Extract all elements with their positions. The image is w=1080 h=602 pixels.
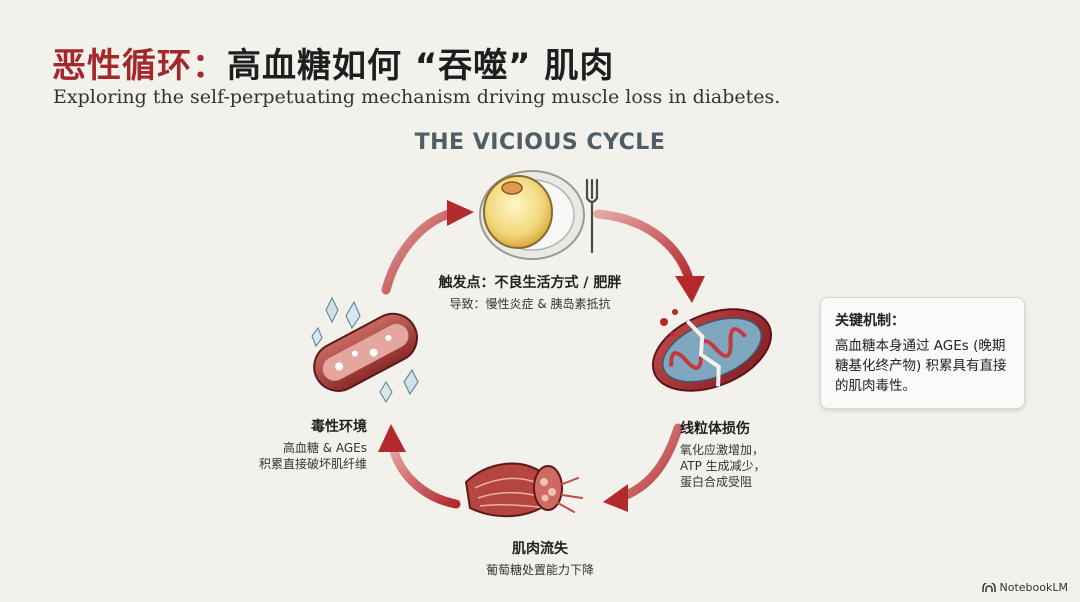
stage-trigger-desc: 导致：慢性炎症 & 胰岛素抵抗 (449, 297, 611, 311)
stage-muscle-loss: 肌肉流失 葡萄糖处置能力下降 (460, 538, 620, 578)
cycle-label: THE VICIOUS CYCLE (414, 130, 666, 155)
key-mechanism-heading: 关键机制： (835, 313, 905, 329)
fat-cell-plate-fork-icon (479, 170, 599, 260)
crystal-blood-vessel-icon (311, 296, 419, 404)
page-title: 恶性循环：高血糖如何 “吞噬” 肌肉 (52, 38, 614, 87)
key-mechanism-box: 关键机制： 高血糖本身通过 AGEs (晚期糖基化终产物) 积累具有直接的肌肉毒… (820, 297, 1025, 409)
stage-toxic-title: 毒性环境 (311, 419, 367, 435)
stage-mitochondria: 线粒体损伤 氧化应激增加， ATP 生成减少， 蛋白合成受阻 (680, 418, 810, 490)
stage-trigger-title: 触发点：不良生活方式 / 肥胖 (438, 275, 622, 291)
page-subtitle: Exploring the self-perpetuating mechanis… (53, 86, 781, 108)
stage-toxic: 毒性环境 高血糖 & AGEs 积累直接破坏肌纤维 (232, 416, 367, 472)
stage-muscle-loss-title: 肌肉流失 (512, 541, 568, 557)
stage-toxic-desc: 高血糖 & AGEs 积累直接破坏肌纤维 (258, 441, 367, 471)
notebooklm-logo-icon (981, 582, 996, 592)
damaged-mitochondria-icon (651, 308, 773, 392)
muscle-fiber-bundle-icon (464, 462, 583, 518)
footer-brand: NotebookLM (981, 581, 1068, 594)
stage-muscle-loss-desc: 葡萄糖处置能力下降 (485, 563, 594, 577)
cycle-arrow-top-left (381, 200, 474, 295)
stage-trigger: 触发点：不良生活方式 / 肥胖 导致：慢性炎症 & 胰岛素抵抗 (405, 272, 655, 312)
title-main: 高血糖如何 “吞噬” 肌肉 (227, 46, 615, 86)
stage-mitochondria-desc: 氧化应激增加， ATP 生成减少， 蛋白合成受阻 (680, 443, 766, 489)
title-accent: 恶性循环： (52, 46, 227, 86)
cycle-arrow-bottom-right (603, 423, 683, 512)
key-mechanism-body: 高血糖本身通过 AGEs (晚期糖基化终产物) 积累具有直接的肌肉毒性。 (835, 338, 1007, 394)
footer-brand-label: NotebookLM (999, 581, 1068, 594)
cycle-arrow-top-right (593, 209, 705, 303)
stage-mitochondria-title: 线粒体损伤 (680, 421, 750, 437)
cycle-arrow-bottom-left (378, 424, 461, 509)
